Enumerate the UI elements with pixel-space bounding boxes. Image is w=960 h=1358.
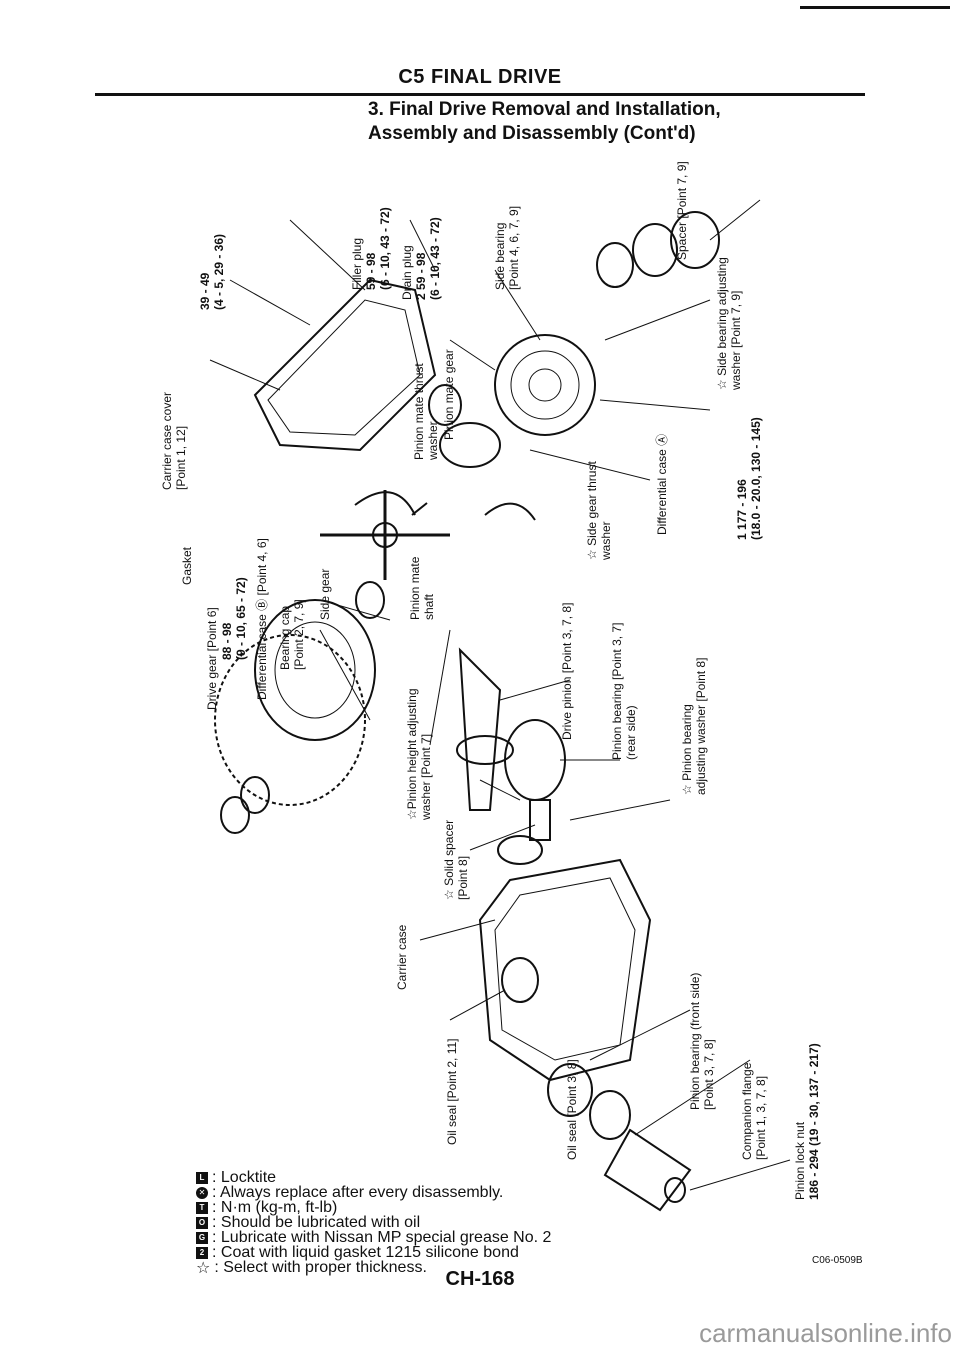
- label-filler-plug: Filler plug 59 - 98 (6 - 10, 43 - 72): [350, 207, 392, 290]
- legend-row: 2: Coat with liquid gasket 1215 silicone…: [196, 1244, 551, 1261]
- top-corner-rule: [800, 6, 950, 9]
- legend-row: L: Locktite: [196, 1169, 551, 1186]
- drain-mark: 2: [414, 293, 428, 300]
- label-pinion-bearing-rear: Pinion bearing [Point 3, 7] (rear side): [610, 622, 638, 760]
- title-rule: [95, 93, 865, 96]
- watermark: carmanualsonline.info: [699, 1318, 952, 1348]
- oil-seal-front-shape: [501, 957, 539, 1003]
- oil-icon: O: [196, 1216, 208, 1229]
- label-side-bearing-adjusting: ☆ Side bearing adjusting washer [Point 7…: [715, 257, 743, 390]
- side-bearing-shape: [596, 242, 634, 288]
- case-mark: 1: [735, 533, 749, 540]
- label-pinion-lock-nut: Pinion lock nut 186 - 294 (19 - 30, 137 …: [793, 1043, 821, 1200]
- label-side-gear: Side gear: [318, 568, 332, 620]
- solid-spacer-shape: [529, 799, 551, 841]
- page-title-line-2: Assembly and Disassembly (Cont'd): [368, 123, 696, 144]
- label-drain-plug: Drain plug 2 59 - 98 (6 - 10, 43 - 72): [400, 217, 442, 300]
- label-solid-spacer: ☆ Solid spacer [Point 8]: [442, 819, 470, 900]
- legend-row: ✕: Always replace after every disassembl…: [196, 1184, 551, 1201]
- legend-row: O: Should be lubricated with oil: [196, 1214, 551, 1231]
- label-drive-gear: Drive gear [Point 6]: [205, 607, 219, 710]
- torque-icon: T: [196, 1201, 208, 1214]
- drive-pinion-shape: [458, 647, 502, 811]
- star-icon: ☆: [196, 1259, 211, 1277]
- pinion-mate-gear-shape: [439, 422, 501, 468]
- label-pinion-height: ☆Pinion height adjusting washer [Point 7…: [405, 688, 433, 820]
- label-spacer: Spacer [Point 7, 9]: [675, 161, 689, 260]
- pinion-mate-shaft-shape: [320, 490, 450, 580]
- legend-row: G: Lubricate with Nissan MP special grea…: [196, 1229, 551, 1246]
- label-pinion-mate-gear: Pinion mate gear: [442, 349, 456, 440]
- section-title: C5 FINAL DRIVE: [398, 66, 562, 88]
- replace-icon: ✕: [196, 1186, 208, 1199]
- label-differential-case-b: Differential case Ⓑ [Point 4, 6]: [255, 538, 269, 700]
- companion-flange-shape: [603, 1128, 692, 1212]
- label-drive-pinion: Drive pinion [Point 3, 7, 8]: [560, 602, 574, 740]
- exploded-diagram: Carrier case cover [Point 1, 12] 39 - 49…: [150, 160, 870, 1220]
- label-carrier-case: Carrier case: [395, 924, 409, 990]
- label-pinion-bearing-front: Pinion bearing (front side) [Point 3, 7,…: [688, 972, 716, 1110]
- bearing-cap-shape: [354, 491, 416, 516]
- pinion-lock-nut-shape: [664, 1177, 686, 1203]
- grease-icon: G: [196, 1231, 208, 1244]
- page-title-line-1: 3. Final Drive Removal and Installation,: [368, 99, 721, 120]
- figure-code: C06-0509B: [812, 1255, 863, 1266]
- silicone-bond-icon: 2: [196, 1246, 208, 1259]
- label-gasket: Gasket: [180, 546, 194, 585]
- locktite-icon: L: [196, 1171, 208, 1184]
- carrier-cover-shape: [253, 278, 437, 452]
- page-number: CH-168: [445, 1268, 515, 1290]
- label-bearing-cap: Bearing cap [Point 2, 7, 9]: [278, 599, 306, 670]
- label-torque-cover: 39 - 49 (4 - 5, 29 - 36): [198, 233, 226, 310]
- label-pinion-bearing-adjusting: ☆ Pinion bearing adjusting washer [Point…: [680, 657, 708, 795]
- drive-gear-shape: [214, 634, 366, 806]
- label-side-gear-thrust: ☆ Side gear thrust washer: [585, 461, 613, 560]
- pinion-bearing-front-shape: [547, 1063, 593, 1117]
- oil-seal-rear-shape: [589, 1090, 631, 1140]
- legend: L: Locktite ✕: Always replace after ever…: [196, 1169, 551, 1277]
- pinion-bearing-rear-shape: [504, 719, 566, 801]
- label-oil-seal-front: Oil seal [Point 2, 11]: [445, 1038, 459, 1146]
- label-pinion-mate-thrust: Pinion mate thrust washer: [412, 363, 440, 460]
- label-side-bearing: Side bearing [Point 4, 6, 7, 9]: [493, 205, 521, 290]
- label-torque-cap: 88 - 98 (9 - 10, 65 - 72): [220, 577, 248, 660]
- page-title: 3. Final Drive Removal and Installation,…: [368, 98, 721, 146]
- legend-row: ☆: Select with proper thickness.: [196, 1258, 427, 1277]
- label-differential-case-a: Differential case Ⓐ: [655, 433, 669, 535]
- label-pinion-mate-shaft: Pinion mate shaft: [408, 556, 436, 620]
- differential-case-b-shape: [254, 599, 376, 741]
- label-oil-seal-rear: Oil seal [Point 3, 8]: [565, 1059, 579, 1160]
- torque-drain: 59 - 98: [414, 252, 428, 290]
- label-carrier-case-cover: Carrier case cover [Point 1, 12]: [160, 391, 188, 490]
- carrier-case-shape: [478, 858, 652, 1082]
- label-torque-case: 1 177 - 196 (18.0 - 20.0, 130 - 145): [735, 417, 763, 540]
- differential-case-a-shape: [494, 334, 596, 436]
- legend-row: T: N·m (kg-m, ft-lb): [196, 1199, 551, 1216]
- torque-case: 177 - 196: [735, 479, 749, 530]
- exploded-parts-drawing: [209, 199, 791, 1212]
- label-companion-flange: Companion flange [Point 1, 3, 7, 8]: [740, 1062, 768, 1160]
